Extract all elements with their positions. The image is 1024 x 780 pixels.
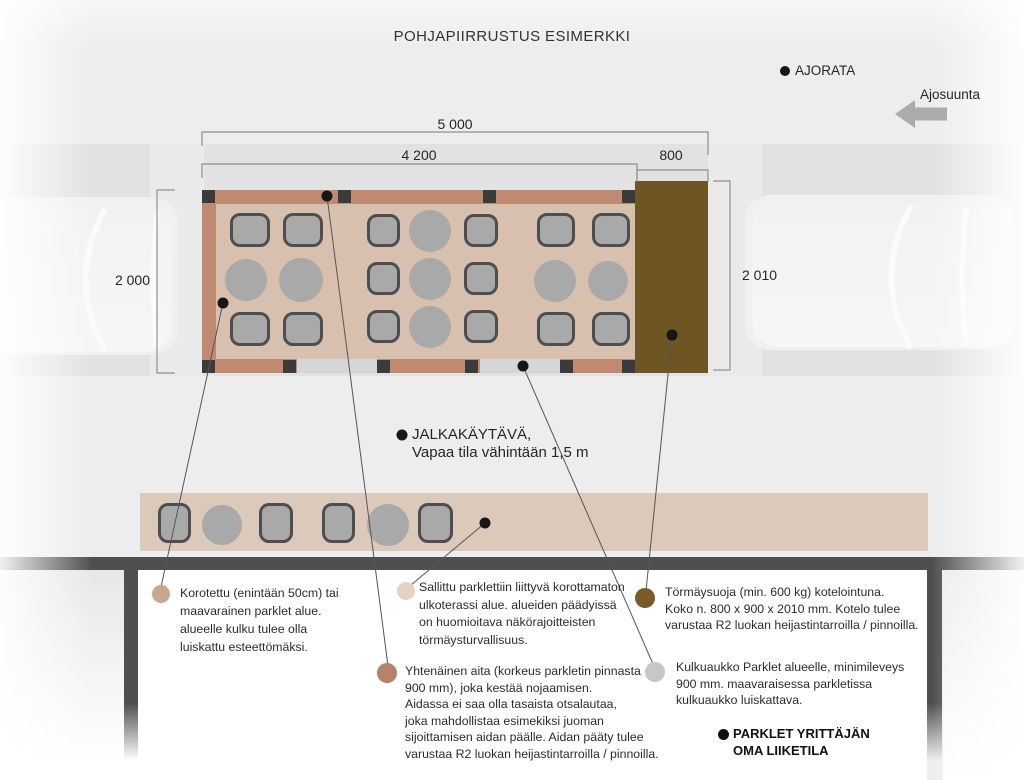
road-label: AJORATA (795, 63, 856, 78)
legend-text-walk-opening: Kulkuaukko Parklet alueelle, minimilevey… (676, 659, 904, 709)
legend-dot-raised-parklet-area (152, 585, 170, 603)
page-title: POHJAPIIRRUSTUS ESIMERKKI (393, 28, 631, 45)
text-line: Vapaa tila vähintään 1,5 m (412, 444, 589, 461)
legend-dot-walk-opening (645, 662, 665, 682)
text-line: varustaa R2 luokan heijastintarroilla / … (405, 746, 659, 761)
text-line: ulkoterassi alue. alueiden päädyissä (419, 597, 617, 612)
legend-text-ground-terrace-area: Sallittu parklettiin liittyvä korottamat… (419, 579, 625, 649)
text-line: luiskattu esteettömäksi. (180, 640, 308, 654)
text-line: joka mahdollistaa esimekiksi juoman (405, 713, 604, 728)
text-line: maavarainen parklet alue. (180, 604, 322, 618)
sidewalk-label: JALKAKÄYTÄVÄ,Vapaa tila vähintään 1,5 m (412, 426, 589, 462)
owner-note: PARKLET YRITTÄJÄN OMA LIIKETILA (733, 725, 870, 759)
dim-total-width: 5 000 (437, 116, 473, 132)
text-line: Yhtenäinen aita (korkeus parkletin pinna… (405, 664, 641, 678)
text-line: PARKLET YRITTÄJÄN (733, 726, 870, 741)
dimension-brackets (156, 131, 731, 374)
legend-text-continuous-fence: Yhtenäinen aita (korkeus parkletin pinna… (405, 663, 659, 763)
text-line: törmäysturvallisuus. (419, 632, 528, 647)
text-line: Kulkuaukko Parklet alueelle, minimilevey… (676, 660, 905, 674)
dim-buffer-width: 800 (659, 147, 683, 163)
legend-text-raised-parklet-area: Korotettu (enintään 50cm) tai maavarainen… (180, 584, 339, 656)
text-line: alueelle kulku tulee olla (180, 622, 308, 636)
dim-parklet-depth: 2 000 (114, 272, 150, 288)
owner-bullet-icon (717, 728, 729, 740)
dim-parklet-width: 4 200 (401, 147, 437, 163)
legend-dot-continuous-fence (377, 663, 397, 683)
text-line: JALKAKÄYTÄVÄ, (412, 426, 532, 443)
text-line: varustaa R2 luokan heijastintarroilla / … (665, 618, 919, 633)
legend-dot-ground-terrace-area (397, 582, 415, 600)
text-line: OMA LIIKETILA (733, 743, 829, 758)
text-line: Sallittu parklettiin liittyvä korottamat… (419, 580, 625, 594)
text-line: on huomioitava näkörajoitteisten (419, 615, 596, 629)
arrow-left-icon (895, 100, 947, 128)
dim-buffer-depth: 2 010 (742, 267, 778, 283)
text-line: 900 mm. maavaraisessa parkletissa (676, 676, 873, 691)
driving-direction-label: Ajosuunta (920, 87, 981, 102)
legend-text-crash-protection: Törmäysuoja (min. 600 kg) kotelointuna. K… (665, 584, 919, 634)
text-line: sijoittamisen aidan päälle. Aidan pääty … (405, 730, 644, 745)
text-line: 900 mm), joka kestää nojaamisen. (405, 680, 593, 695)
text-line: Aidassa ei saa olla tasaista otsalautaa, (405, 697, 617, 712)
text-line: Korotettu (enintään 50cm) tai (180, 586, 339, 600)
text-line: Törmäysuoja (min. 600 kg) kotelointuna. (665, 585, 885, 599)
text-line: Koko n. 800 x 900 x 2010 mm. Kotelo tule… (665, 601, 901, 616)
legend-dot-crash-protection (635, 588, 655, 608)
text-line: kulkuaukko luiskattava. (676, 693, 803, 708)
